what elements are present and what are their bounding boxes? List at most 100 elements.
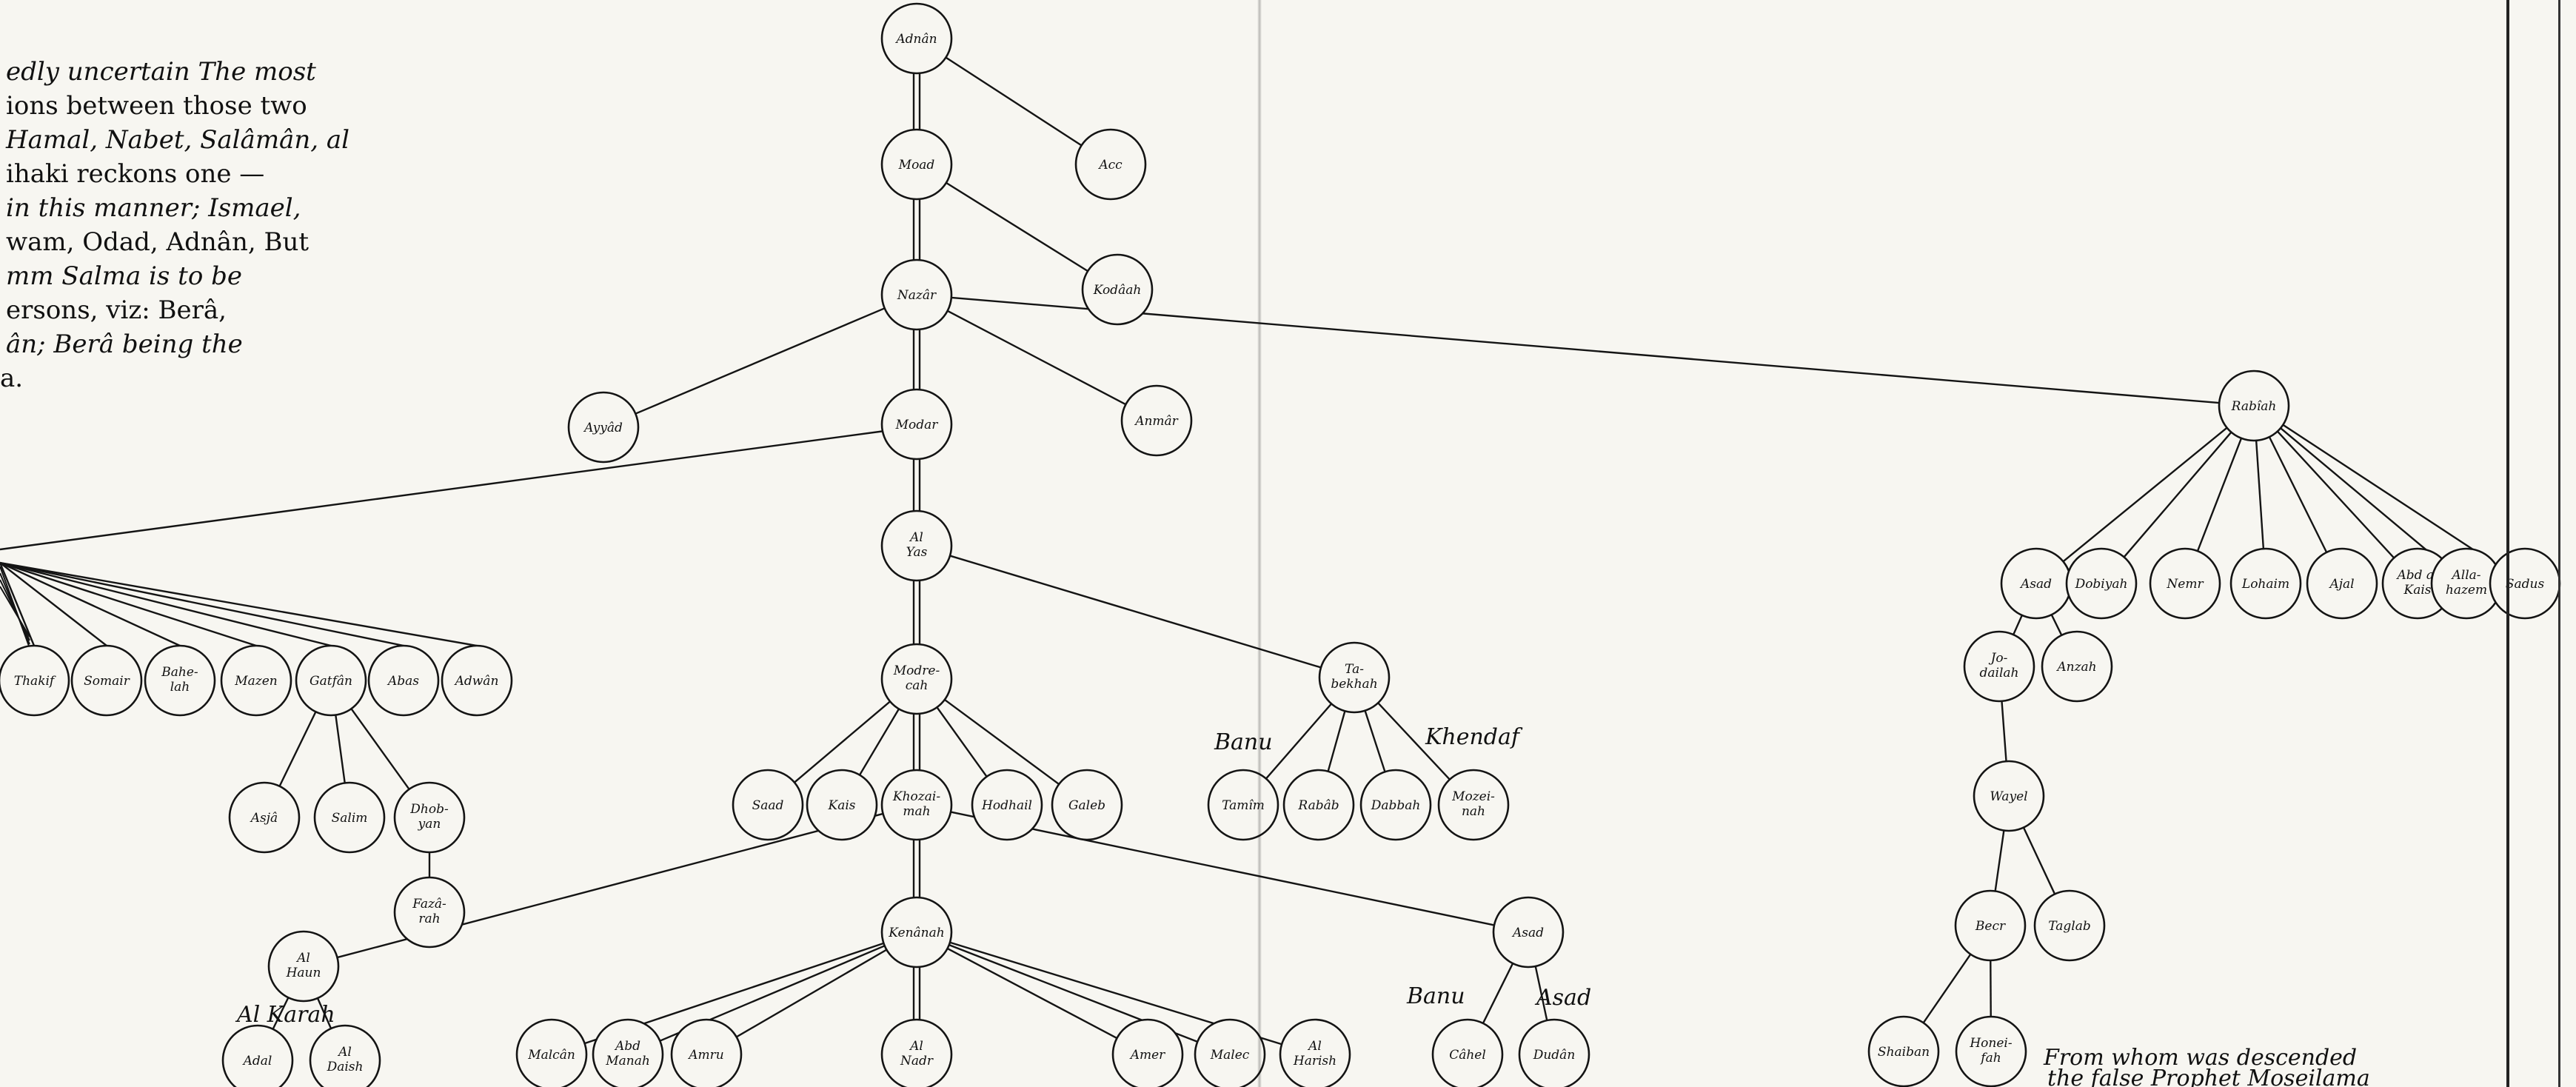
note-line: ions between those two	[6, 91, 307, 121]
node-circle	[567, 391, 640, 464]
node-circle	[592, 1018, 664, 1087]
node-label: Mozei-nah	[1451, 789, 1495, 819]
node-label: Galeb	[1068, 798, 1105, 813]
node-jodailah: Jo-dailah	[1963, 630, 2035, 703]
node-label: Modar	[895, 418, 939, 432]
node-kenanah: Kenânah	[880, 896, 953, 969]
edge-rabiah-allahazem	[2280, 427, 2440, 562]
node-dobiyah: Dobiyah	[2065, 547, 2138, 620]
edge-wayel-taglab	[2022, 827, 2056, 894]
edge-rabiah-lohaim	[2255, 440, 2265, 549]
label-asad-label: Asad	[1534, 985, 1591, 1011]
note-line: ihaki reckons one —	[6, 159, 264, 189]
node-circle	[880, 128, 953, 201]
node-circle	[2306, 547, 2378, 620]
node-adnan: Adnân	[880, 2, 953, 75]
label-banu-2: Banu	[1406, 983, 1465, 1009]
node-label: Salim	[332, 811, 368, 826]
node-circle	[393, 781, 466, 854]
edge-asad-k-dudan	[1534, 966, 1548, 1021]
edge-becr-shaiban	[1922, 954, 1972, 1023]
node-label: Dudân	[1533, 1048, 1576, 1063]
node-circle	[2149, 547, 2221, 620]
node-label: Dabbah	[1371, 798, 1421, 813]
node-nazar: Nazâr	[880, 258, 953, 331]
node-label: Adwân	[454, 674, 499, 689]
edge-offpage-fan-3	[0, 586, 30, 638]
node-circle	[2229, 547, 2302, 620]
node-label: Mazen	[234, 674, 278, 689]
node-nemr: Nemr	[2149, 547, 2221, 620]
node-label: Asjâ	[250, 811, 278, 826]
node-label: Nazâr	[897, 288, 937, 303]
node-label: Kais	[828, 798, 856, 813]
node-circle	[2065, 547, 2138, 620]
node-label: Honei-fah	[1969, 1036, 2013, 1066]
edge-modrecah-saad	[794, 700, 891, 783]
node-lohaim: Lohaim	[2229, 547, 2302, 620]
node-circle	[309, 1024, 381, 1087]
node-circle	[70, 644, 143, 717]
node-circle	[1081, 253, 1154, 326]
node-thakif: Thakif	[0, 644, 70, 717]
node-asja: Asjâ	[228, 781, 301, 854]
edge-offpage-bahelah	[0, 561, 181, 647]
edge-kenanah-amru	[736, 949, 887, 1038]
node-label: Asad	[2019, 577, 2052, 592]
node-cahel: Câhel	[1431, 1018, 1504, 1087]
edge-alhaun-adal	[272, 997, 290, 1030]
node-circle	[2041, 630, 2113, 703]
note-line: in this manner; Ismael,	[6, 193, 301, 223]
node-gatfan: Gatfân	[295, 644, 367, 717]
node-circle	[1282, 769, 1355, 841]
node-label: Bahe-lah	[161, 665, 198, 695]
node-amru: Amru	[670, 1018, 743, 1087]
node-label: Adnân	[894, 32, 937, 47]
node-label: Amru	[687, 1048, 723, 1063]
node-circle	[441, 644, 513, 717]
node-circle	[1955, 1015, 2027, 1087]
page-fold-right	[2506, 0, 2509, 1087]
node-circle	[1492, 896, 1565, 969]
node-rabiah: Rabîah	[2218, 369, 2290, 442]
node-label: Alla-hazem	[2446, 568, 2487, 598]
node-label: Saad	[752, 798, 784, 813]
node-circle	[732, 769, 804, 841]
label-khendaf: Khendaf	[1425, 724, 1523, 750]
node-rabab: Rabâb	[1282, 769, 1355, 841]
node-dhobyan: Dhob-yan	[393, 781, 466, 854]
node-circle	[1279, 1018, 1351, 1087]
node-circle	[2218, 369, 2290, 442]
edge-rabiah-dobiyah	[2123, 431, 2232, 558]
node-label: Dobiyah	[2075, 577, 2128, 592]
node-circle	[1963, 630, 2035, 703]
node-label: Câhel	[1449, 1048, 1486, 1063]
node-salim: Salim	[313, 781, 386, 854]
node-circle	[367, 644, 440, 717]
node-circle	[515, 1018, 588, 1087]
node-circle	[220, 644, 292, 717]
node-label: Khozai-mah	[892, 789, 940, 819]
edge-gatfan-asja	[278, 711, 317, 787]
node-circle	[880, 769, 953, 841]
node-khozaimah: Khozai-mah	[880, 769, 953, 841]
edge-alyas-tabekhah	[949, 555, 1322, 669]
node-label: Malcân	[527, 1048, 575, 1063]
node-somair: Somair	[70, 644, 143, 717]
node-circle	[144, 644, 216, 717]
node-circle	[880, 896, 953, 969]
node-circle	[1111, 1018, 1184, 1087]
node-circle	[228, 781, 301, 854]
note-line: Hamal, Nabet, Salâmân, al	[5, 125, 349, 155]
node-label: Tamîm	[1222, 798, 1265, 813]
edge-offpage-gatfan	[0, 561, 332, 647]
node-label: Amer	[1129, 1048, 1165, 1063]
